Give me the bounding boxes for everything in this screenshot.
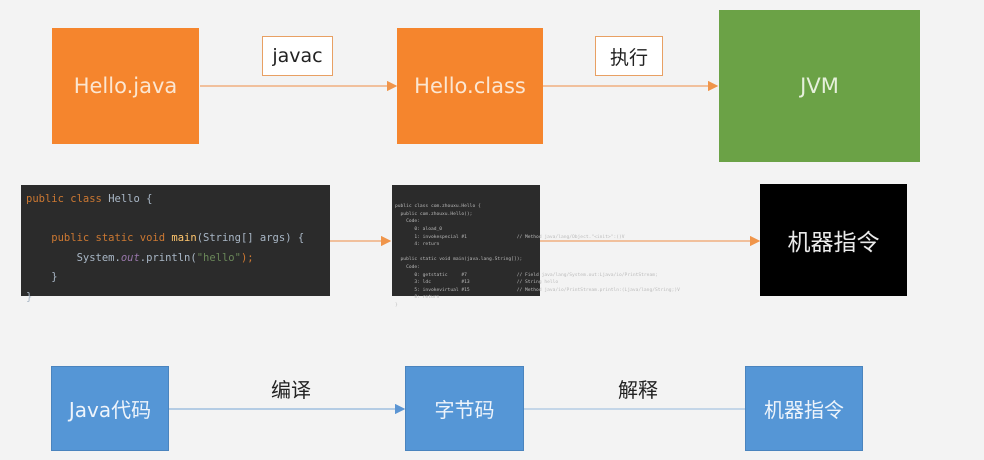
bytecode-line: 0: getstatic #7 // Field java/lang/Syste… bbox=[395, 272, 658, 278]
bytecode-line: 5: invokevirtual #15 // Method java/io/P… bbox=[395, 287, 680, 293]
code-line: } bbox=[26, 271, 58, 283]
bytecode-label: 字节码 bbox=[434, 398, 495, 422]
code-line: public static void main(String[] args) { bbox=[26, 232, 305, 244]
java-source-code-panel: public class Hello { public static void … bbox=[21, 185, 330, 303]
code-line: } bbox=[26, 290, 33, 303]
code-line: System.out.println("hello"); bbox=[26, 251, 254, 264]
bytecode-box: 字节码 bbox=[405, 366, 524, 451]
machine-instruction-box: 机器指令 bbox=[760, 184, 907, 296]
bytecode-line: } bbox=[395, 302, 398, 308]
bytecode-line: 4: return bbox=[395, 242, 440, 248]
machine-instruction-box-blue: 机器指令 bbox=[745, 366, 863, 451]
machine-instruction-label-blue: 机器指令 bbox=[764, 398, 844, 422]
code-line: public class Hello { bbox=[26, 193, 153, 205]
java-code-label: Java代码 bbox=[68, 398, 152, 422]
code-line bbox=[26, 210, 330, 230]
bytecode-lines: public class com.zhouxu.Hello { public c… bbox=[395, 203, 680, 309]
hello-java-label: Hello.java bbox=[73, 74, 178, 98]
bytecode-line: Code: bbox=[395, 219, 420, 225]
jvm-label: JVM bbox=[800, 74, 839, 98]
java-code-box: Java代码 bbox=[51, 366, 169, 451]
execute-label: 执行 bbox=[595, 36, 663, 76]
bytecode-line: 1: invokespecial #1 // Method java/lang/… bbox=[395, 234, 625, 240]
hello-class-box: Hello.class bbox=[397, 28, 543, 144]
bytecode-line: 3: ldc #13 // String hello bbox=[395, 280, 559, 286]
bytecode-line: public com.zhouxu.Hello(); bbox=[395, 211, 473, 217]
bytecode-line: public class com.zhouxu.Hello { bbox=[395, 204, 481, 210]
bytecode-line: 0: aload_0 bbox=[395, 226, 443, 232]
bytecode-line: public static void main(java.lang.String… bbox=[395, 257, 523, 263]
javac-label: javac bbox=[262, 36, 333, 76]
interpret-label: 解释 bbox=[618, 378, 658, 402]
jvm-box: JVM bbox=[719, 10, 920, 162]
bytecode-panel: public class com.zhouxu.Hello { public c… bbox=[392, 185, 680, 308]
bytecode-line bbox=[395, 249, 540, 257]
hello-class-label: Hello.class bbox=[414, 74, 526, 98]
bytecode-line: Code: bbox=[395, 264, 420, 270]
machine-instruction-label: 机器指令 bbox=[787, 230, 880, 256]
compile-label: 编译 bbox=[271, 378, 311, 402]
hello-java-box: Hello.java bbox=[52, 28, 199, 144]
bytecode-line: 8: return bbox=[395, 295, 440, 301]
